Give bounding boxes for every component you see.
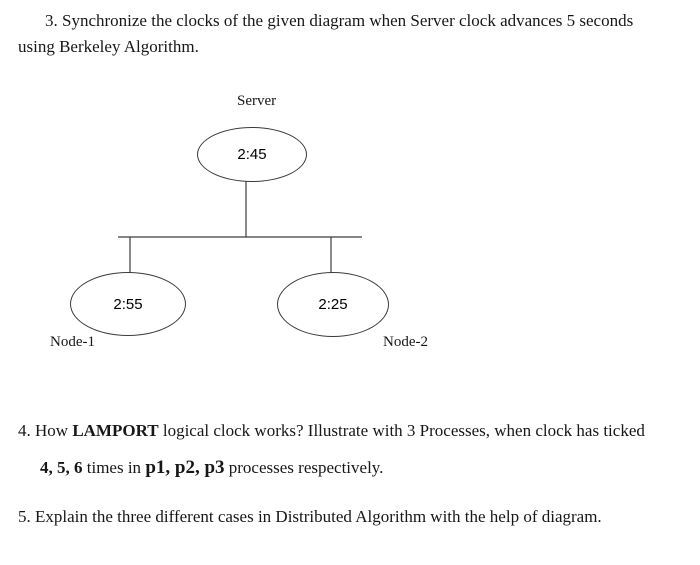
question-3: 3. Synchronize the clocks of the given d… bbox=[18, 8, 690, 59]
node2-time: 2:25 bbox=[318, 296, 348, 313]
question-4-rest: logical clock works? Illustrate with 3 P… bbox=[158, 421, 645, 440]
node1-clock-ellipse: 2:55 bbox=[70, 272, 186, 336]
server-time: 2:45 bbox=[237, 146, 267, 163]
question-4-mid: times in bbox=[82, 457, 146, 477]
server-clock-ellipse: 2:45 bbox=[197, 127, 307, 182]
node2-label: Node-2 bbox=[383, 334, 428, 350]
question-4-prefix: 4. How bbox=[18, 421, 73, 440]
question-4-line2: 4, 5, 6 times in p1, p2, p3 processes re… bbox=[40, 454, 694, 483]
server-label: Server bbox=[237, 93, 277, 109]
question-4: 4. How LAMPORT logical clock works? Illu… bbox=[18, 418, 694, 482]
node2-clock-ellipse: 2:25 bbox=[277, 272, 389, 337]
question-4-lamport: LAMPORT bbox=[72, 421, 159, 440]
question-4-processes: p1, p2, p3 bbox=[145, 456, 225, 478]
node1-label: Node-1 bbox=[50, 334, 95, 350]
question-5-text: 5. Explain the three different cases in … bbox=[18, 507, 602, 526]
question-3-line2: using Berkeley Algorithm. bbox=[18, 36, 199, 56]
question-4-ticks: 4, 5, 6 bbox=[40, 457, 83, 477]
question-4-line1: 4. How LAMPORT logical clock works? Illu… bbox=[18, 418, 694, 444]
question-3-line1: 3. Synchronize the clocks of the given d… bbox=[45, 11, 634, 30]
node1-time: 2:55 bbox=[113, 295, 143, 313]
question-4-suffix: processes respectively. bbox=[224, 457, 384, 477]
question-5: 5. Explain the three different cases in … bbox=[18, 504, 694, 530]
